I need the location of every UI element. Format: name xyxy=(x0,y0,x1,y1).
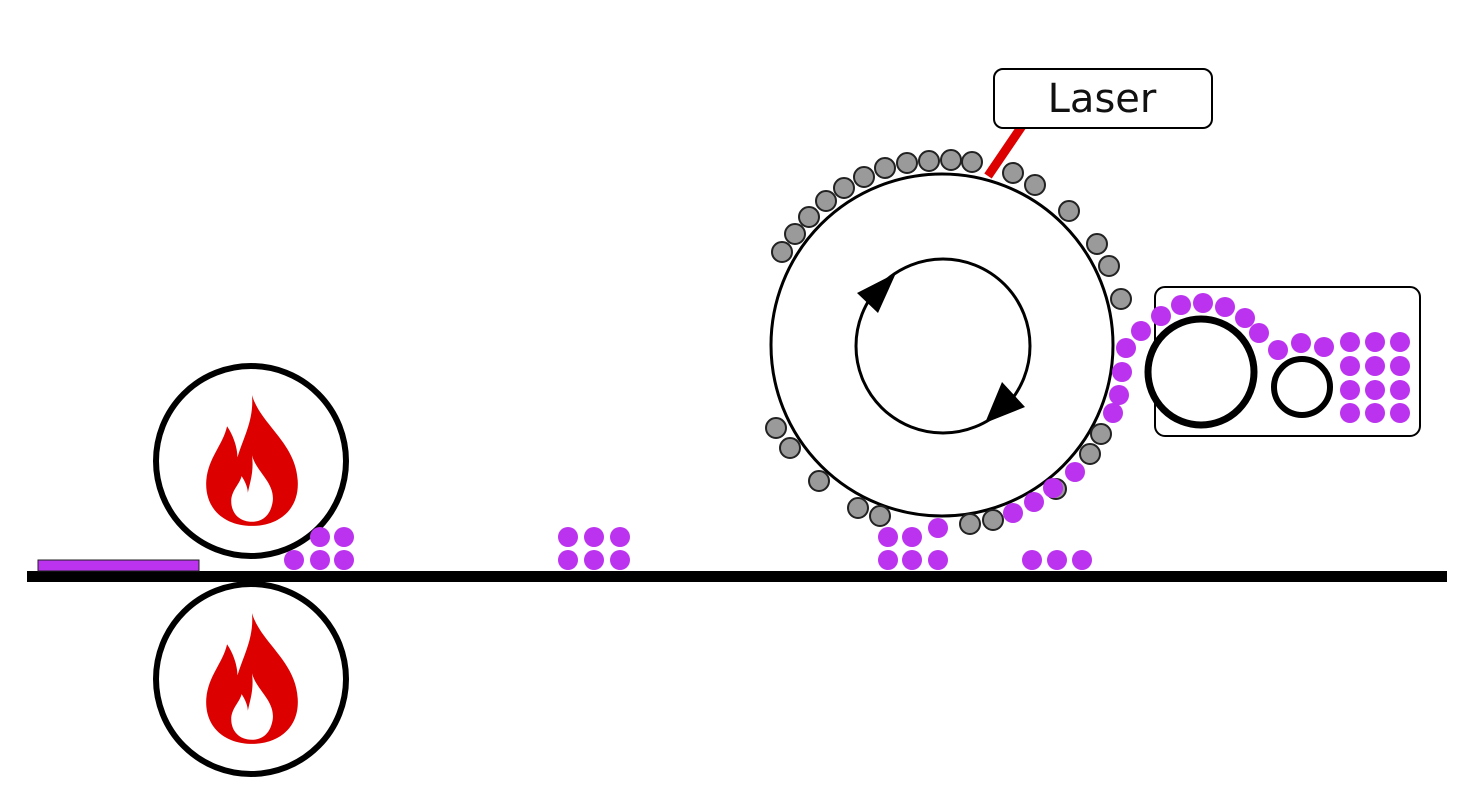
laser-label-box: Laser xyxy=(993,68,1213,129)
toner-cluster-incoming xyxy=(1022,550,1092,570)
photoreceptor-drum xyxy=(769,172,1115,518)
toner-cluster-transit xyxy=(558,527,630,570)
paper-sheet xyxy=(37,559,200,572)
developer-toner xyxy=(1151,293,1410,423)
laser-beam xyxy=(984,123,1026,179)
rotation-arrows-icon xyxy=(854,257,1032,435)
toner-cluster-transfer xyxy=(878,518,948,570)
toner-cartridge xyxy=(1144,286,1421,437)
drum-toner-particles xyxy=(1003,321,1151,523)
laser-label: Laser xyxy=(1048,76,1157,122)
fuser-roller-bottom xyxy=(153,581,349,777)
fuser-roller-top xyxy=(153,363,349,559)
toner-cluster-fused xyxy=(284,527,354,570)
transport-belt xyxy=(27,571,1447,582)
developer-roller xyxy=(1144,315,1258,429)
supply-roller xyxy=(1271,356,1333,418)
